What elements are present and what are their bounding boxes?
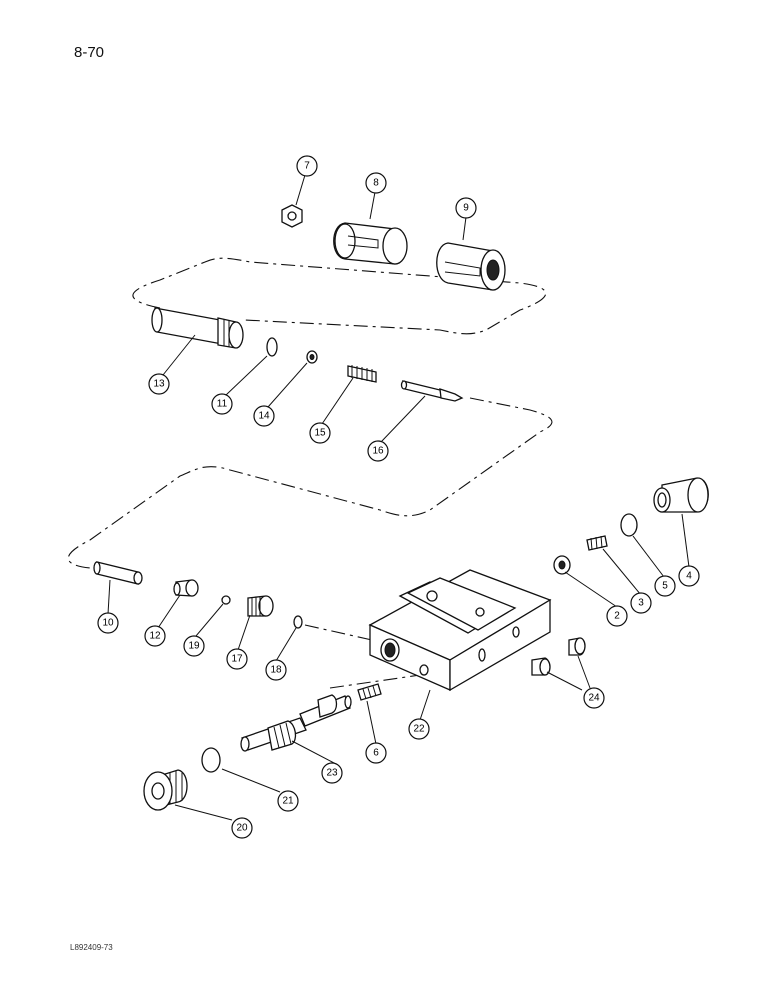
assembly-path-middle <box>67 344 553 571</box>
svg-text:10: 10 <box>102 618 114 629</box>
callout-7: 7 <box>296 155 318 177</box>
svg-text:2: 2 <box>614 611 620 622</box>
callout-14: 14 <box>253 405 275 427</box>
assembly-path-upper <box>132 257 547 335</box>
callout-21: 21 <box>277 790 299 812</box>
svg-text:17: 17 <box>231 654 243 665</box>
part-6-set-screw <box>357 683 382 701</box>
part-10-pin <box>93 561 143 585</box>
part-23-spool <box>240 694 352 752</box>
leader-lines <box>107 174 690 821</box>
svg-text:24: 24 <box>588 693 600 704</box>
callout-5: 5 <box>654 575 676 597</box>
svg-text:5: 5 <box>662 581 668 592</box>
svg-text:13: 13 <box>153 379 165 390</box>
svg-text:4: 4 <box>686 571 692 582</box>
callout-20: 20 <box>231 817 253 839</box>
part-5-o-ring <box>620 513 638 537</box>
svg-text:8: 8 <box>373 178 379 189</box>
part-13-plunger <box>151 307 244 349</box>
callout-24: 24 <box>583 687 605 709</box>
svg-text:16: 16 <box>372 446 384 457</box>
part-8-slotted-sleeve <box>333 222 408 265</box>
svg-text:7: 7 <box>304 161 310 172</box>
part-16-pin <box>400 380 464 402</box>
svg-text:12: 12 <box>149 631 161 642</box>
part-7-hex-nut <box>281 204 303 228</box>
part-14-washer <box>306 350 318 364</box>
part-15-spring <box>347 365 377 383</box>
callout-9: 9 <box>455 197 477 219</box>
callout-4: 4 <box>678 565 700 587</box>
svg-text:3: 3 <box>638 598 644 609</box>
svg-text:18: 18 <box>270 665 282 676</box>
svg-text:15: 15 <box>314 428 326 439</box>
part-24-plugs <box>531 637 586 676</box>
part-21-o-ring <box>201 747 221 773</box>
part-18-o-ring <box>293 615 303 629</box>
callout-13: 13 <box>148 373 170 395</box>
svg-text:14: 14 <box>258 411 270 422</box>
svg-text:6: 6 <box>373 748 379 759</box>
part-20-plug <box>143 769 188 811</box>
part-4-fitting <box>653 477 709 513</box>
svg-text:20: 20 <box>236 823 248 834</box>
callout-17: 17 <box>226 648 248 670</box>
svg-text:9: 9 <box>463 203 469 214</box>
callout-19: 19 <box>183 635 205 657</box>
callout-22: 22 <box>408 718 430 740</box>
svg-text:11: 11 <box>217 399 228 410</box>
part-22-valve-body <box>368 569 552 692</box>
part-3-spring <box>586 535 608 551</box>
part-19-ball <box>221 595 231 605</box>
part-11-o-ring <box>266 337 278 357</box>
callout-23: 23 <box>321 762 343 784</box>
page-number: 8-70 <box>74 44 105 61</box>
assembly-path-lower <box>304 624 421 689</box>
part-17-threaded-plug <box>247 595 274 617</box>
part-2-washer <box>553 555 571 575</box>
callout-2: 2 <box>606 605 628 627</box>
part-12-plug <box>173 579 199 597</box>
callout-15: 15 <box>309 422 331 444</box>
callout-18: 18 <box>265 659 287 681</box>
figure-code: L892409-73 <box>70 943 113 952</box>
callout-12: 12 <box>144 625 166 647</box>
callout-6: 6 <box>365 742 387 764</box>
svg-text:23: 23 <box>326 768 338 779</box>
svg-text:22: 22 <box>413 724 425 735</box>
callout-8: 8 <box>365 172 387 194</box>
part-9-pinned-sleeve <box>436 242 506 291</box>
callout-10: 10 <box>97 612 119 634</box>
callout-3: 3 <box>630 592 652 614</box>
svg-text:21: 21 <box>282 796 294 807</box>
callout-11: 11 <box>211 393 233 415</box>
callout-16: 16 <box>367 440 389 462</box>
svg-text:19: 19 <box>188 641 200 652</box>
